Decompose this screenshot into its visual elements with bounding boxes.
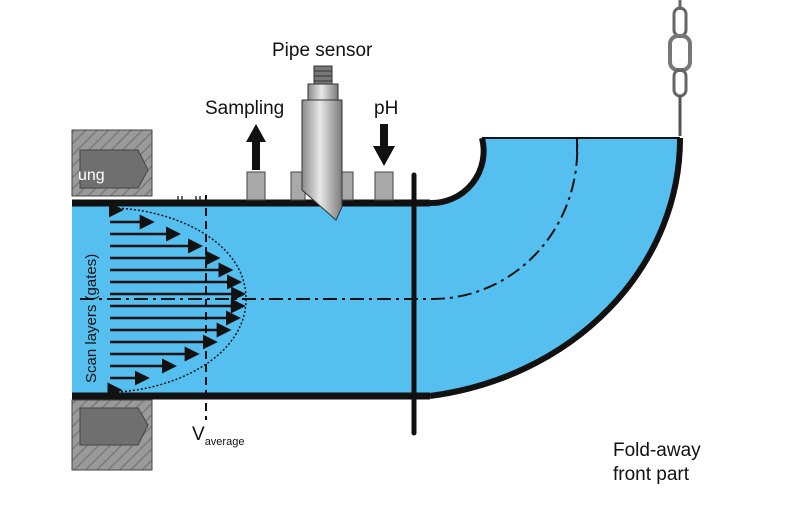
- flange-top: ung: [71, 129, 153, 197]
- sampling-label: Sampling: [205, 98, 284, 119]
- fold-away-label-line1: Fold-away: [613, 440, 701, 461]
- pipe-sensor-icon: [301, 65, 343, 221]
- v-average-sub: average: [205, 436, 245, 448]
- centerline: [80, 139, 579, 301]
- sampling-arrow-up-icon: [246, 124, 266, 170]
- velocity-arrows: [107, 202, 247, 398]
- flange-text: ung: [78, 167, 105, 184]
- chain-icon: [668, 0, 692, 136]
- pipe-sensor-label: Pipe sensor: [272, 40, 373, 61]
- scan-layers-label: Scan layers (gates): [83, 254, 100, 383]
- wall-ticks: [177, 196, 201, 200]
- v-average-label: Vaverage: [192, 424, 244, 448]
- ph-port: [374, 171, 394, 201]
- flange-bottom: [71, 399, 153, 471]
- sampling-port: [246, 171, 266, 201]
- velocity-profile: [109, 207, 247, 393]
- ph-label: pH: [374, 98, 398, 119]
- pipe-walls: [72, 137, 684, 400]
- fold-away-label-line2: front part: [613, 464, 690, 485]
- v-average-main: V: [192, 424, 205, 445]
- ph-arrow-down-icon: [373, 124, 395, 166]
